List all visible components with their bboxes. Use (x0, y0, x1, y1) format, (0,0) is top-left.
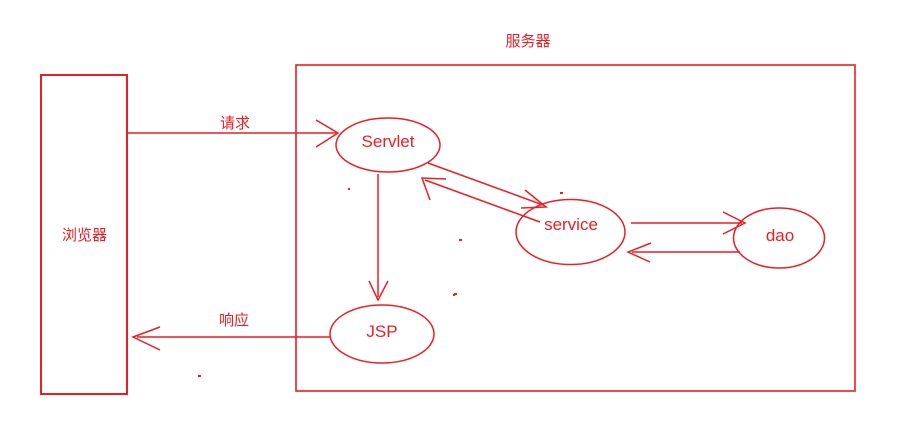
edge-servlet-to-service (427, 162, 549, 209)
edge-servlet-to-jsp (368, 174, 389, 302)
browser-container-rect[interactable] (40, 74, 128, 395)
edge-service-to-servlet (420, 177, 541, 223)
edge-service-to-dao (631, 211, 747, 235)
edge-jsp-to-browser (131, 326, 330, 351)
servlet-node-ellipse[interactable] (335, 117, 441, 173)
service-node-ellipse[interactable] (515, 198, 626, 266)
server-container-rect[interactable] (295, 64, 856, 392)
jsp-node-ellipse[interactable] (329, 304, 435, 364)
dao-node-ellipse[interactable] (732, 207, 826, 269)
scan-speck-marks (198, 188, 563, 377)
edge-dao-to-service (626, 242, 740, 263)
edge-browser-to-servlet (127, 119, 340, 148)
